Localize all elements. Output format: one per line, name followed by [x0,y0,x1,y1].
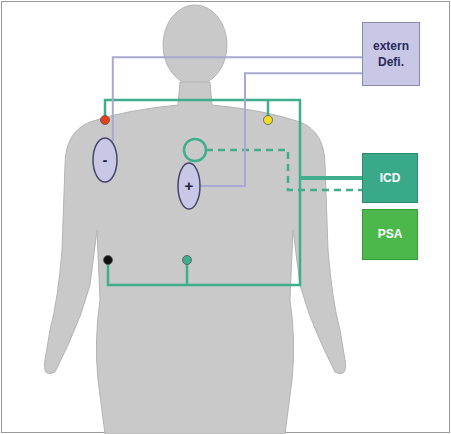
head [163,5,227,85]
pad-shape [93,138,117,182]
implant [184,139,362,190]
torso [44,82,345,434]
body-silhouette [44,5,345,434]
telemetry-line [206,150,362,190]
defib-pad: + [177,162,201,210]
ecg-wires [105,100,362,285]
device-box: PSA [362,209,418,260]
node-label: PSA [378,226,403,242]
ecg-wire [300,176,362,180]
ecg-electrodes [101,116,273,265]
node-label: ICD [380,170,401,186]
node-label: + [185,176,194,196]
defib-cable [201,73,362,186]
icd-implant [184,139,206,161]
electrode [183,256,192,265]
ecg-wire [105,100,300,285]
device-box: ICD [362,153,418,203]
node-label: extern Defi. [366,38,416,70]
defib-cable [113,57,362,141]
node-label: - [103,150,108,170]
electrode [264,116,273,125]
pad-shape [178,163,200,209]
electrode [104,256,113,265]
electrode [101,116,110,125]
device-box: extern Defi. [362,22,420,86]
ecg-wire [186,262,189,285]
defib-pad: - [92,137,118,183]
